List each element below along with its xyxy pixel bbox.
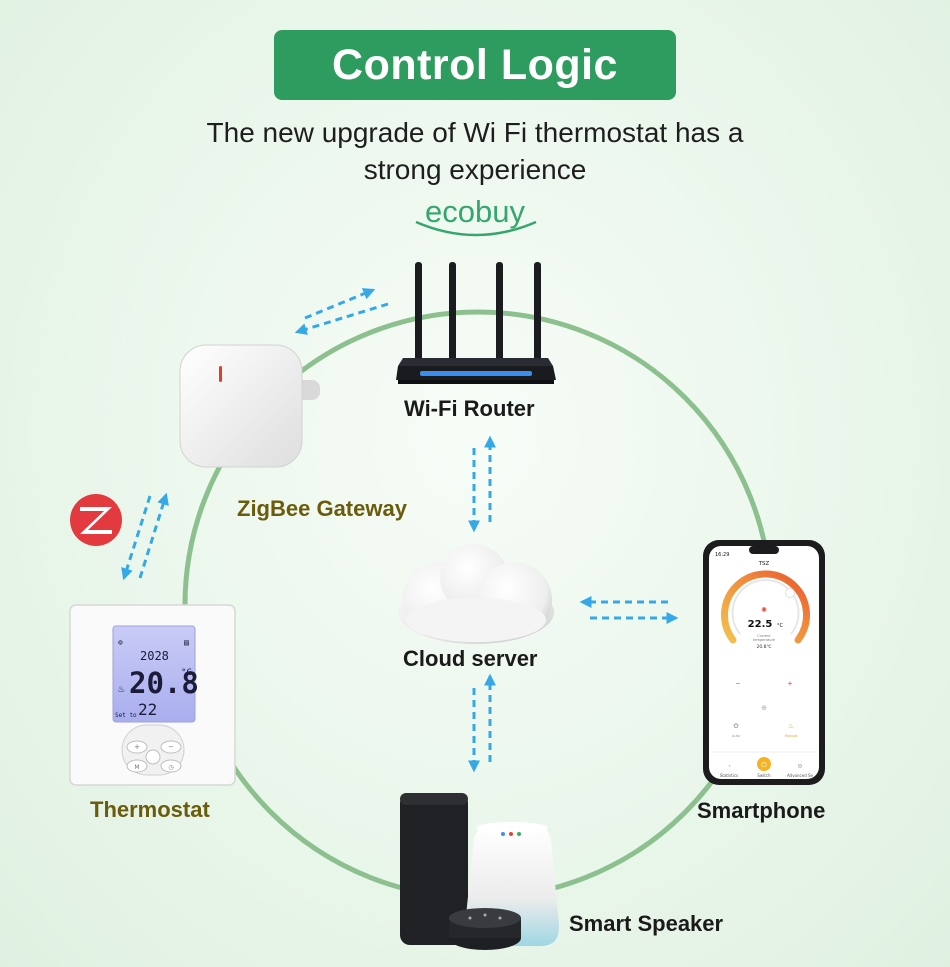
svg-text:+: + bbox=[134, 743, 140, 751]
label-wifi-router: Wi-Fi Router bbox=[404, 396, 535, 421]
svg-text:⏻: ⏻ bbox=[761, 761, 767, 769]
svg-text:°C: °C bbox=[181, 668, 192, 678]
router-icon bbox=[396, 262, 556, 384]
subtitle-line-2: strong experience bbox=[363, 154, 587, 185]
phone-tab-mid: Switch bbox=[757, 773, 771, 778]
zigbee-logo-icon bbox=[70, 494, 122, 546]
svg-text:M: M bbox=[134, 764, 139, 771]
svg-text:✺: ✺ bbox=[761, 606, 767, 614]
arrows-router-gateway bbox=[294, 288, 389, 335]
phone-current-label: Current bbox=[757, 634, 771, 638]
arrows-router-cloud bbox=[468, 435, 496, 533]
page-title: Control Logic bbox=[332, 40, 618, 89]
phone-mode-left: Auto bbox=[732, 734, 740, 738]
phone-tab-left: Statistics bbox=[720, 773, 738, 778]
label-smart-speaker: Smart Speaker bbox=[569, 911, 724, 936]
svg-text:−: − bbox=[736, 679, 741, 688]
label-cloud-server: Cloud server bbox=[403, 646, 538, 671]
phone-time: 16:29 bbox=[715, 552, 729, 558]
subtitle-line-1: The new upgrade of Wi Fi thermostat has … bbox=[206, 117, 744, 148]
brand-logo: ecobuy bbox=[425, 194, 525, 229]
phone-tab-right: Advanced Se bbox=[787, 773, 814, 778]
thermostat-icon: + − M ◷ 2028 20.8 °C 22 Set to ⊚ ▤ ♨ bbox=[69, 604, 236, 786]
thermostat-year: 2028 bbox=[140, 649, 169, 663]
svg-text:▤: ▤ bbox=[184, 638, 189, 647]
phone-unit: °C bbox=[777, 623, 784, 629]
title-banner: Control Logic bbox=[274, 30, 676, 100]
label-smartphone: Smartphone bbox=[697, 798, 826, 823]
zigbee-gateway-icon bbox=[179, 344, 320, 468]
svg-text:⊚: ⊚ bbox=[118, 638, 123, 647]
arrows-gateway-thermostat bbox=[121, 492, 169, 581]
svg-text:◔: ◔ bbox=[727, 764, 731, 770]
label-zigbee-gateway: ZigBee Gateway bbox=[237, 496, 407, 521]
phone-current-label2: temperature bbox=[753, 638, 775, 642]
svg-text:⚙: ⚙ bbox=[797, 763, 802, 770]
phone-current-value: 20.8℃ bbox=[756, 644, 771, 650]
phone-temperature: 22.5 bbox=[748, 619, 773, 630]
thermostat-set-to-label: Set to bbox=[115, 712, 137, 719]
arrows-cloud-phone bbox=[579, 596, 679, 624]
svg-text:✿: ✿ bbox=[733, 723, 739, 730]
svg-text:◷: ◷ bbox=[168, 764, 173, 771]
brand-swoosh-icon bbox=[415, 220, 537, 237]
smartphone-icon: 16:29 TSZ ✺ 22.5 °C Current temperature … bbox=[703, 540, 825, 785]
svg-text:−: − bbox=[168, 743, 174, 751]
phone-app-title: TSZ bbox=[758, 561, 770, 567]
cloud-icon bbox=[398, 544, 554, 644]
svg-text:⊕: ⊕ bbox=[761, 705, 767, 712]
svg-text:♨: ♨ bbox=[118, 682, 125, 695]
thermostat-setpoint: 22 bbox=[138, 700, 157, 719]
svg-text:♨: ♨ bbox=[788, 722, 794, 730]
svg-text:+: + bbox=[788, 679, 793, 688]
arrows-cloud-speaker bbox=[468, 673, 496, 773]
subtitle: The new upgrade of Wi Fi thermostat has … bbox=[100, 114, 850, 188]
smart-speaker-icon bbox=[400, 793, 560, 950]
thermostat-temperature: 20.8 bbox=[129, 666, 199, 700]
label-thermostat: Thermostat bbox=[90, 797, 210, 822]
phone-mode-right: Manual bbox=[785, 734, 798, 738]
